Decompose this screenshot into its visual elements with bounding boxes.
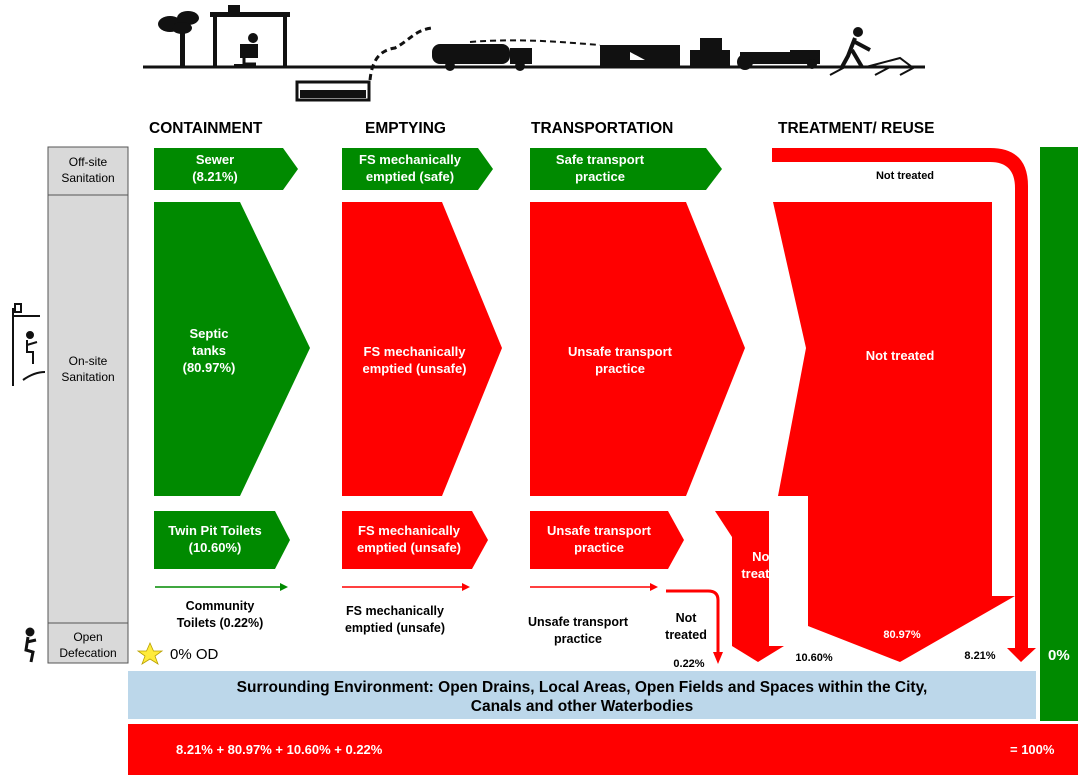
sum-total: = 100% [1010, 742, 1055, 757]
community-transport-line2: practice [554, 632, 602, 646]
tractor-icon [737, 50, 820, 70]
safe-total-bar [1040, 147, 1078, 721]
septic-emptied-label: FS mechanically emptied (unsafe) [342, 343, 487, 377]
treatment-plant-icon [600, 38, 730, 67]
farmer-icon [829, 27, 916, 76]
row-onsite-label: On-site Sanitation [48, 353, 128, 385]
vacuum-truck-icon [432, 39, 601, 71]
septic-emptied-arrow [342, 202, 502, 496]
row-open-label-line2: Defecation [59, 646, 117, 660]
septic-tanks-arrow [154, 202, 310, 496]
septic-label-line2: tanks [192, 343, 226, 358]
onsite-toilet-user-icon [12, 303, 46, 386]
twinpit-emptied-line1: FS mechanically [358, 523, 460, 538]
septic-not-treated-arrow [773, 202, 1015, 662]
septic-transport-label: Unsafe transport practice [540, 343, 700, 377]
community-not-treated-line1: Not [675, 611, 697, 625]
stage-treatment-reuse: TREATMENT/ REUSE [778, 120, 935, 137]
environment-line2: Canals and other Waterbodies [470, 698, 694, 715]
twinpit-not-treated-label: Not treated [734, 548, 792, 582]
safe-total-value: 0% [1048, 647, 1070, 664]
community-emptied-line1: FS mechanically [346, 604, 444, 618]
row-offsite-label-line2: Sanitation [61, 171, 115, 185]
septic-transport-arrow [530, 202, 745, 496]
sewer-label-line2: (8.21%) [192, 169, 238, 184]
sum-formula: 8.21% + 80.97% + 10.60% + 0.22% [176, 742, 383, 757]
environment-line1: Surrounding Environment: Open Drains, Lo… [236, 679, 928, 696]
community-not-treated-line2: treated [665, 628, 707, 642]
septic-emptied-line2: emptied (unsafe) [362, 361, 467, 376]
twinpit-pct-label: 10.60% [795, 652, 833, 664]
twin-pit-label-line1: Twin Pit Toilets [168, 523, 262, 538]
community-pct-label: 0.22% [673, 658, 705, 670]
septic-transport-line2: practice [595, 361, 645, 376]
twinpit-emptied-line2: emptied (unsafe) [356, 540, 461, 555]
community-not-treated-label: Not treated [664, 610, 708, 644]
row-offsite-label: Off-site Sanitation [48, 154, 128, 186]
community-label-line2: Toilets (0.22%) [176, 616, 264, 630]
offsite-emptied-line1: FS mechanically [359, 152, 461, 167]
community-toilets-label: Community Toilets (0.22%) [160, 598, 280, 632]
offsite-emptied-line2: emptied (safe) [365, 169, 455, 184]
twin-pit-label: Twin Pit Toilets (10.60%) [154, 522, 276, 556]
offsite-transport-label: Safe transport practice [535, 151, 665, 185]
twinpit-not-treated-line1: Not [752, 549, 774, 564]
septic-tanks-label: Septic tanks (80.97%) [154, 325, 264, 376]
community-label-line1: Community [185, 599, 255, 613]
septic-not-treated-label: Not treated [865, 348, 935, 363]
open-defecation-person-icon [24, 627, 37, 663]
community-transport-label: Unsafe transport practice [508, 614, 648, 648]
offsite-not-treated-label: Not treated [875, 170, 935, 182]
stage-emptying: EMPTYING [365, 120, 446, 137]
twinpit-transport-label: Unsafe transport practice [530, 522, 668, 556]
row-onsite-label-line2: Sanitation [61, 370, 115, 384]
septic-emptied-line1: FS mechanically [363, 344, 466, 359]
surrounding-environment-band [128, 671, 1036, 719]
twinpit-transport-line2: practice [574, 540, 624, 555]
offsite-transport-line2: practice [575, 169, 625, 184]
community-chain-arrows [155, 583, 723, 664]
stage-containment: CONTAINMENT [149, 120, 263, 137]
sewer-label: Sewer (8.21%) [160, 151, 270, 185]
row-onsite-label-line1: On-site [68, 354, 108, 368]
twin-pit-arrow [154, 511, 290, 569]
offsite-emptied-arrow [342, 148, 493, 190]
septic-transport-line1: Unsafe transport [567, 344, 673, 359]
open-defecation-value: 0% OD [170, 646, 219, 663]
twinpit-emptied-label: FS mechanically emptied (unsafe) [342, 522, 476, 556]
row-open-label-line1: Open [73, 630, 103, 644]
offsite-emptied-label: FS mechanically emptied (safe) [342, 151, 478, 185]
sanitation-type-panel [47, 146, 129, 664]
twin-pit-label-line2: (10.60%) [188, 540, 242, 555]
septic-label-line3: (80.97%) [182, 360, 236, 375]
surrounding-environment-text: Surrounding Environment: Open Drains, Lo… [128, 678, 1036, 716]
twinpit-transport-arrow [530, 511, 684, 569]
twinpit-emptied-arrow [342, 511, 488, 569]
total-band [128, 724, 1078, 775]
sewer-arrow [154, 148, 298, 190]
sanitation-chain-illustration [143, 5, 925, 102]
stage-transportation: TRANSPORTATION [531, 120, 674, 137]
septic-label-line1: Septic [189, 326, 229, 341]
row-open-defecation-label: Open Defecation [48, 629, 128, 661]
tree-icon [158, 11, 199, 67]
row-offsite-label-line1: Off-site [68, 155, 108, 169]
offsite-transport-line1: Safe transport [555, 152, 645, 167]
community-transport-line1: Unsafe transport [527, 615, 629, 629]
community-emptied-label: FS mechanically emptied (unsafe) [330, 603, 460, 637]
offsite-transport-arrow [530, 148, 722, 190]
toilet-shelter-icon [210, 5, 290, 68]
offsite-pct-label: 8.21% [964, 650, 996, 662]
septic-pct-label: 80.97% [883, 629, 921, 641]
sewer-label-line1: Sewer [195, 152, 235, 167]
twinpit-not-treated-line2: treated [741, 566, 785, 581]
star-icon [136, 642, 164, 665]
community-emptied-line2: emptied (unsafe) [344, 621, 445, 635]
septic-tank-icon [295, 26, 433, 102]
twinpit-not-treated-arrow [715, 511, 784, 662]
twinpit-transport-line1: Unsafe transport [546, 523, 652, 538]
